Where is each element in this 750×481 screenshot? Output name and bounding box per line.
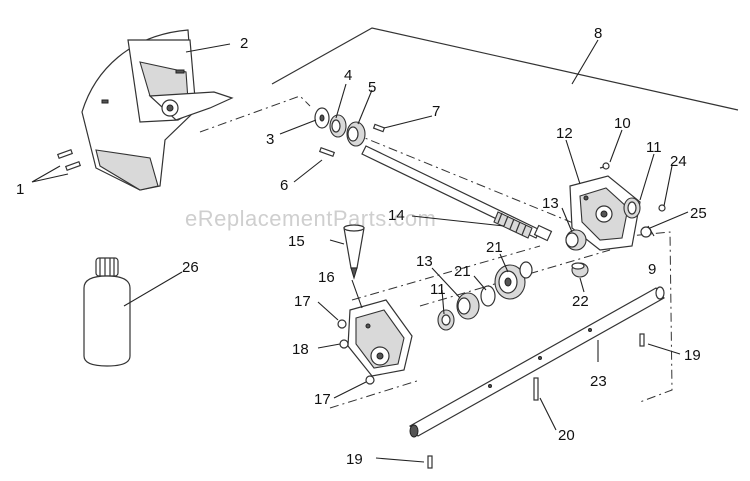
callout-17-upper: 17: [294, 293, 311, 310]
pin-20: [533, 377, 539, 401]
callout-13-lower: 13: [416, 253, 433, 270]
callout-23: 23: [590, 373, 607, 390]
callout-15: 15: [288, 233, 305, 250]
screw-24: [658, 204, 666, 212]
callout-8: 8: [594, 25, 602, 42]
callout-12: 12: [556, 125, 573, 142]
callout-19-right: 19: [684, 347, 701, 364]
impeller-shaft-23: [409, 286, 665, 438]
gear-case-16: [347, 299, 413, 377]
bearing-11-lower: [437, 309, 455, 331]
callout-26: 26: [182, 259, 199, 276]
bushing-22: [571, 262, 589, 278]
screw-18: [339, 339, 349, 349]
callout-9: 9: [648, 261, 656, 278]
callout-1: 1: [16, 181, 24, 198]
callout-21-lower: 21: [454, 263, 471, 280]
callout-7: 7: [432, 103, 440, 120]
bearing-5: [346, 121, 366, 147]
callout-24: 24: [670, 153, 687, 170]
watermark-text: eReplacementParts.com: [185, 206, 436, 231]
bearing-4: [329, 114, 347, 138]
callout-13-upper: 13: [542, 195, 559, 212]
callout-11-lower: 11: [430, 281, 446, 298]
callout-10: 10: [614, 115, 631, 132]
chute-housing: [81, 29, 234, 191]
assembly-bracket-8: [271, 27, 739, 111]
callout-14: 14: [388, 207, 405, 224]
callout-25: 25: [690, 205, 707, 222]
screw-10: [599, 162, 610, 170]
screw-17-lower: [365, 375, 375, 385]
callout-11-upper: 11: [646, 139, 662, 156]
callout-4: 4: [344, 67, 352, 84]
callout-17-lower: 17: [314, 391, 331, 408]
spacer-13-upper: [565, 229, 587, 251]
washer-21: [480, 261, 533, 307]
gear-case-12: [569, 175, 641, 251]
leader-lines: [31, 39, 689, 463]
callouts: 1 2 3 4 5 6 7 8 9 10 11 11 12 13 13 14 1…: [16, 25, 707, 468]
shear-pin-19-right: [639, 333, 645, 347]
callout-5: 5: [368, 79, 376, 96]
callout-3: 3: [266, 131, 274, 148]
bearing-11-upper: [623, 197, 641, 219]
key-7: [372, 123, 386, 133]
key-6: [318, 146, 336, 158]
callout-19-bottom: 19: [346, 451, 363, 468]
callout-18: 18: [292, 341, 309, 358]
pins: [56, 148, 82, 172]
screw-17-upper: [337, 319, 347, 329]
shear-pin-19-bottom: [427, 455, 433, 469]
callout-16: 16: [318, 269, 335, 286]
grease-tube: [343, 224, 365, 280]
callout-20: 20: [558, 427, 575, 444]
spacer-13-lower: [456, 292, 480, 320]
callout-22: 22: [572, 293, 589, 310]
washer-3: [314, 107, 330, 129]
lubricant-bottle: [83, 257, 131, 367]
callout-6: 6: [280, 177, 288, 194]
worm-shaft: [361, 145, 553, 242]
callout-2: 2: [240, 35, 248, 52]
callout-21-upper: 21: [486, 239, 503, 256]
